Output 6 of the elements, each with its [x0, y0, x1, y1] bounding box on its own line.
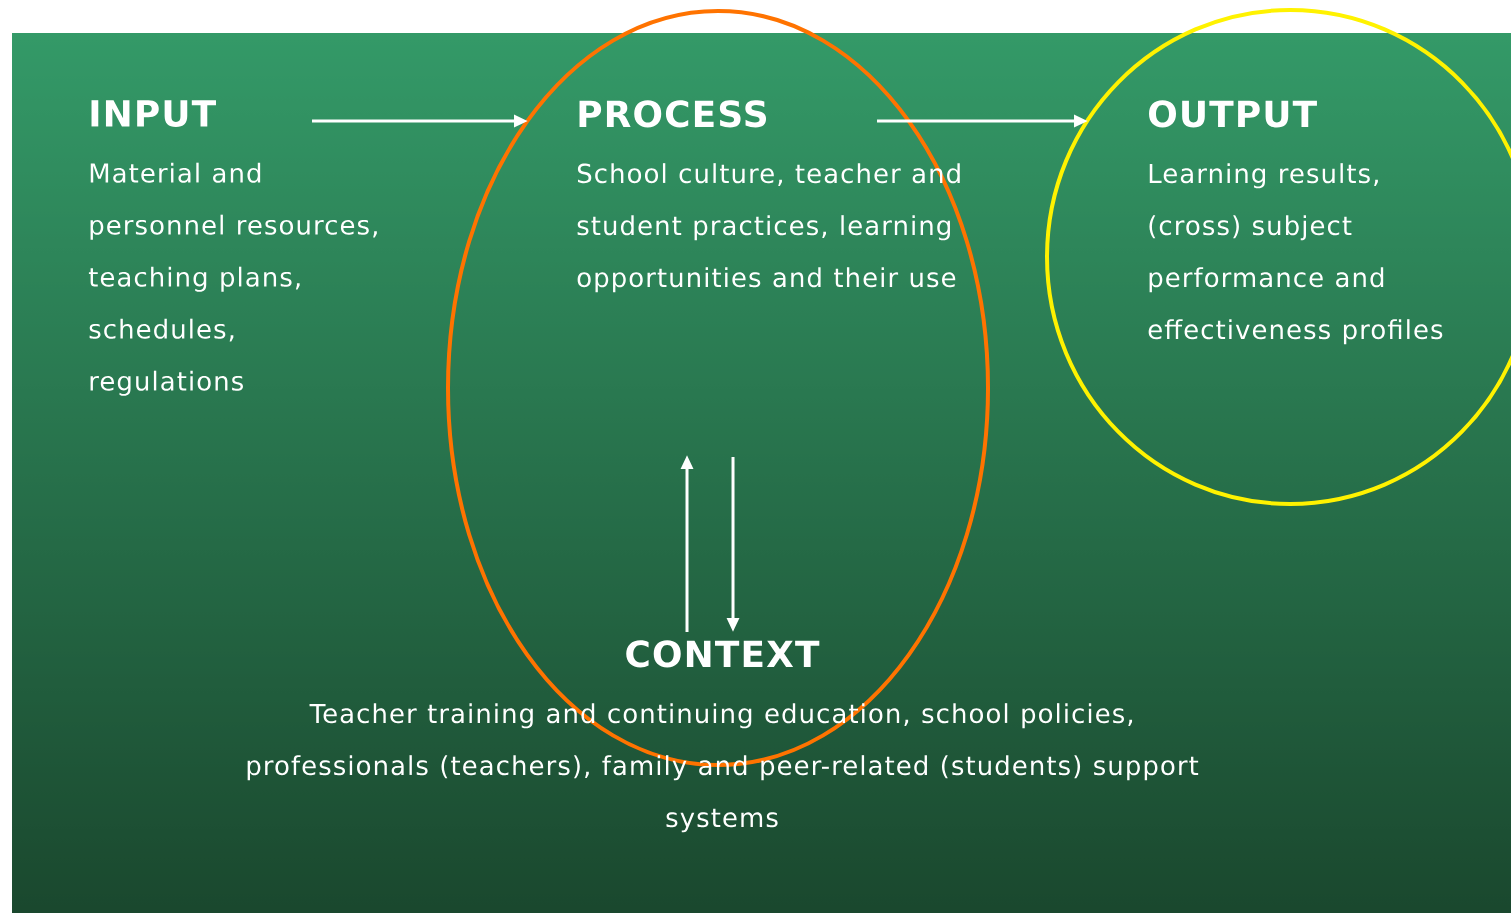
body-text: Learning results, (cross) subject performance and effectiveness profiles — [1148, 163, 1443, 345]
heading: CONTEXT — [626, 640, 820, 668]
heading: INPUT — [91, 100, 216, 127]
heading: OUTPUT — [1149, 100, 1317, 128]
heading: PROCESS — [579, 100, 767, 128]
body-text: Material and personnel resources, teaching plans, schedules, regulations — [88, 162, 377, 396]
